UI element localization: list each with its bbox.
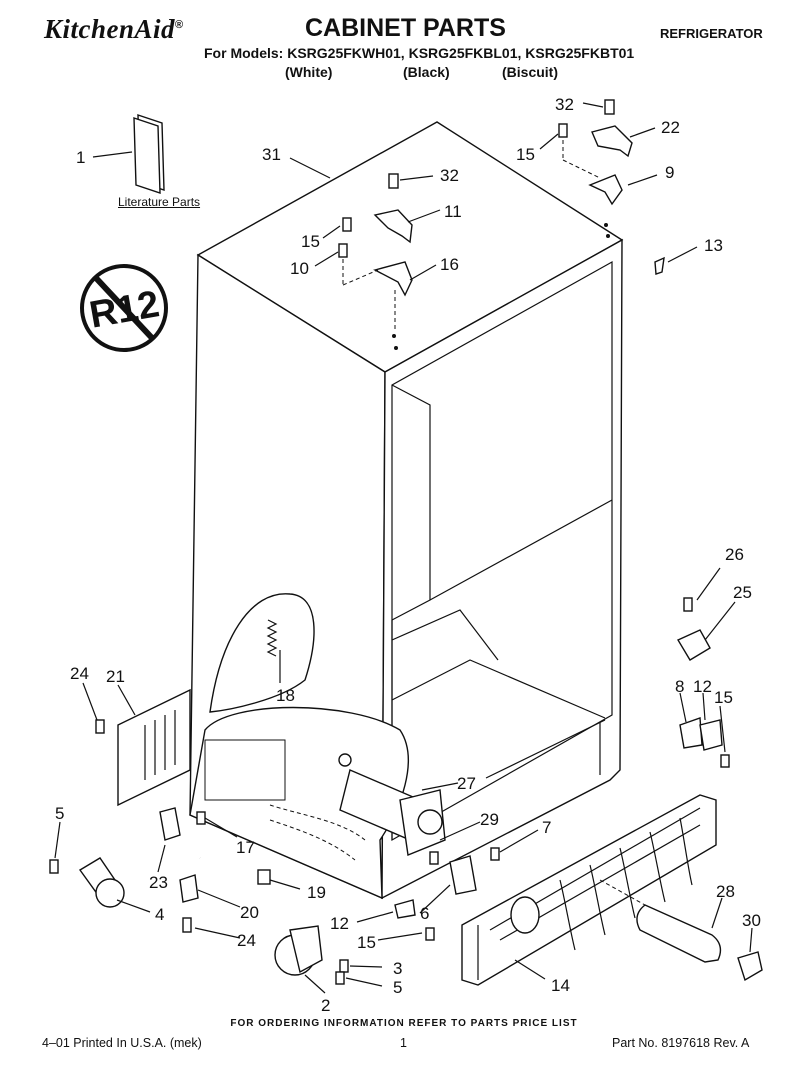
callout-9: 9 <box>665 163 674 182</box>
front-roller-left <box>274 925 323 976</box>
callout-32-right: 32 <box>555 95 574 114</box>
callout-30: 30 <box>742 911 761 930</box>
callout-23: 23 <box>149 873 168 892</box>
part-number: Part No. 8197618 Rev. A <box>612 1036 750 1050</box>
ordering-note: FOR ORDERING INFORMATION REFER TO PARTS … <box>230 1018 578 1029</box>
callout-12-right: 12 <box>693 677 712 696</box>
callout-15-lower-right: 15 <box>714 688 733 707</box>
model-numbers: For Models: KSRG25FKWH01, KSRG25FKBL01, … <box>204 45 635 61</box>
callout-24-upper: 24 <box>70 664 89 683</box>
rear-access-panel <box>117 688 191 807</box>
callout-10: 10 <box>290 259 309 278</box>
water-filter <box>599 879 722 963</box>
callout-14: 14 <box>551 976 570 995</box>
screws <box>49 99 730 985</box>
print-info: 4–01 Printed In U.S.A. (mek) <box>42 1036 202 1050</box>
filter-cap <box>737 951 763 982</box>
no-r12-badge: R12 <box>80 264 168 352</box>
page-number: 1 <box>400 1036 407 1050</box>
color-biscuit: (Biscuit) <box>502 64 558 80</box>
callout-1: 1 <box>76 148 85 167</box>
water-tubing <box>179 856 271 903</box>
color-white: (White) <box>285 64 333 80</box>
toe-grille <box>461 794 717 986</box>
callout-26: 26 <box>725 545 744 564</box>
brand-registered-mark: ® <box>175 19 184 31</box>
callout-13: 13 <box>704 236 723 255</box>
brand-name: KitchenAid <box>44 14 176 44</box>
literature-parts-label: Literature Parts <box>118 195 201 209</box>
callout-2: 2 <box>321 996 330 1015</box>
brand-logo: KitchenAid® <box>44 14 184 45</box>
callout-31: 31 <box>262 145 281 164</box>
callout-15-right: 15 <box>516 145 535 164</box>
callout-11: 11 <box>444 202 462 221</box>
callout-20: 20 <box>240 903 259 922</box>
callout-19: 19 <box>307 883 326 902</box>
callout-18: 18 <box>276 686 295 705</box>
callout-22: 22 <box>661 118 680 137</box>
page-title: CABINET PARTS <box>305 14 506 42</box>
roller-bracket-right <box>676 629 723 751</box>
callout-27: 27 <box>457 774 476 793</box>
callout-8: 8 <box>675 677 684 696</box>
top-hinge-left <box>342 209 413 330</box>
callout-7: 7 <box>542 818 551 837</box>
condenser-duct <box>338 753 446 856</box>
leader-lines <box>54 102 753 994</box>
door-stop-clip <box>654 256 665 275</box>
callout-4: 4 <box>155 905 164 924</box>
small-brackets <box>394 855 477 919</box>
cabinet-shell <box>189 121 624 900</box>
callout-28: 28 <box>716 882 735 901</box>
callout-5-left: 5 <box>55 804 64 823</box>
leveling-bracket <box>159 807 181 841</box>
callout-12-lower: 12 <box>330 914 349 933</box>
callout-29: 29 <box>480 810 499 829</box>
callout-15-left: 15 <box>301 232 320 251</box>
drain-coil <box>266 619 278 657</box>
callout-21: 21 <box>106 667 125 686</box>
callout-15-lower: 15 <box>357 933 376 952</box>
appliance-type: REFRIGERATOR <box>660 26 763 41</box>
color-black: (Black) <box>403 64 450 80</box>
callout-5-lower: 5 <box>393 978 402 997</box>
callout-numbers: 1 31 32 22 15 9 32 11 15 16 10 13 26 25 … <box>55 95 761 1015</box>
callout-17: 17 <box>236 838 255 857</box>
callout-3: 3 <box>393 959 402 978</box>
compressor-compartment <box>189 593 409 900</box>
callout-16: 16 <box>440 255 459 274</box>
callout-6: 6 <box>420 904 429 923</box>
top-hinge-right <box>562 125 633 206</box>
callout-25: 25 <box>733 583 752 602</box>
callout-24-lower: 24 <box>237 931 256 950</box>
callout-32-left: 32 <box>440 166 459 185</box>
literature-booklet <box>133 114 165 194</box>
